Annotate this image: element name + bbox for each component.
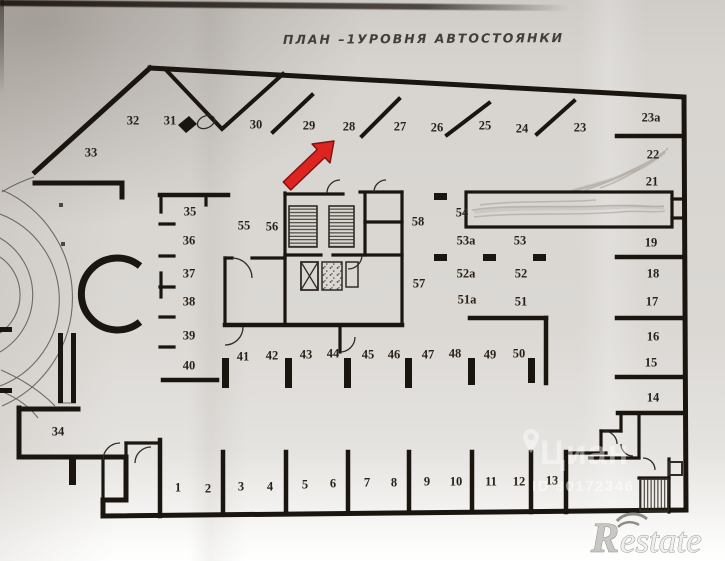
- restate-logo: R estate: [587, 510, 725, 561]
- restate-logo-icon: R estate: [590, 512, 702, 561]
- ramp-arcs: [0, 176, 76, 419]
- page-title: ПЛАН –1УРОВНЯ АВТОСТОЯНКИ: [282, 30, 565, 47]
- core-details: [102, 114, 683, 512]
- restate-logo-r: R: [590, 516, 619, 556]
- pencil-scribbles: [471, 147, 669, 218]
- location-arrow: [282, 140, 335, 191]
- column-markers: [0, 116, 546, 485]
- ramp-horseshoe-wall: [77, 254, 143, 334]
- interior-walls-medium: [101, 190, 686, 514]
- interior-walls-heavy: [157, 133, 687, 519]
- top-stall-dividers: [164, 68, 577, 139]
- photo-edge-left: [0, 0, 4, 95]
- restate-logo-text: estate: [620, 521, 702, 556]
- outer-walls: [16, 64, 689, 519]
